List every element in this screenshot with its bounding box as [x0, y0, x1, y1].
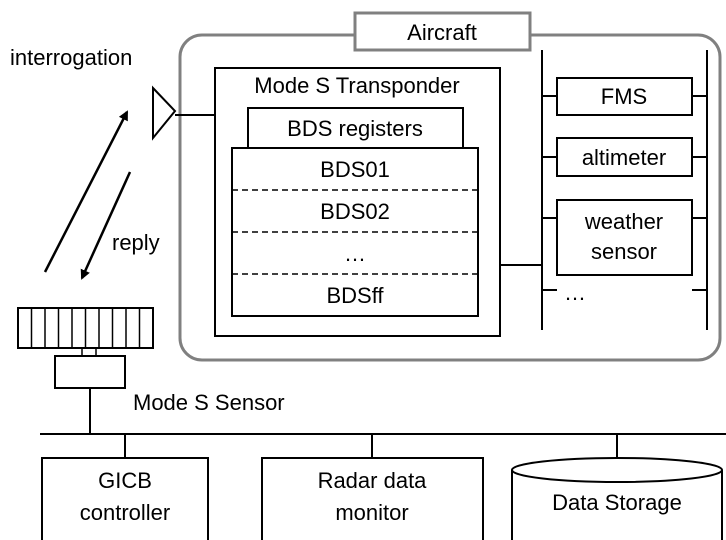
interrogation-arrow [43, 110, 129, 273]
register-bdsff: BDSff [326, 283, 384, 308]
aircraft-title: Aircraft [407, 20, 477, 45]
reply-arrow [80, 171, 132, 280]
data-storage-label: Data Storage [552, 490, 682, 515]
data-storage-cylinder [511, 457, 723, 540]
fms-box [556, 77, 693, 116]
radar-antenna-icon [17, 307, 154, 389]
gicb-label-line2: controller [80, 500, 170, 525]
transponder-box [214, 67, 501, 337]
register-bds01: BDS01 [320, 157, 390, 182]
reply-label: reply [112, 230, 160, 255]
bds-registers-label: BDS registers [287, 116, 423, 141]
register-ellipsis: … [344, 241, 366, 266]
weather-sensor-box [556, 199, 693, 276]
fms-label: FMS [601, 84, 647, 109]
register-bds02: BDS02 [320, 199, 390, 224]
altimeter-label: altimeter [582, 145, 666, 170]
mode-s-sensor-label: Mode S Sensor [133, 390, 285, 415]
weather-sensor-label-line2: sensor [591, 239, 657, 264]
altimeter-box [556, 137, 693, 177]
radar-monitor-box [261, 457, 484, 540]
interrogation-label: interrogation [10, 45, 132, 70]
gicb-controller-box [41, 457, 209, 540]
radar-monitor-label-line1: Radar data [318, 468, 428, 493]
gicb-label-line1: GICB [98, 468, 152, 493]
radar-monitor-label-line2: monitor [335, 500, 408, 525]
weather-sensor-label-line1: weather [584, 209, 663, 234]
aircraft-title-box [353, 11, 532, 52]
transponder-title: Mode S Transponder [254, 73, 459, 98]
more-devices-ellipsis: … [564, 280, 586, 305]
antenna-icon [152, 85, 177, 141]
